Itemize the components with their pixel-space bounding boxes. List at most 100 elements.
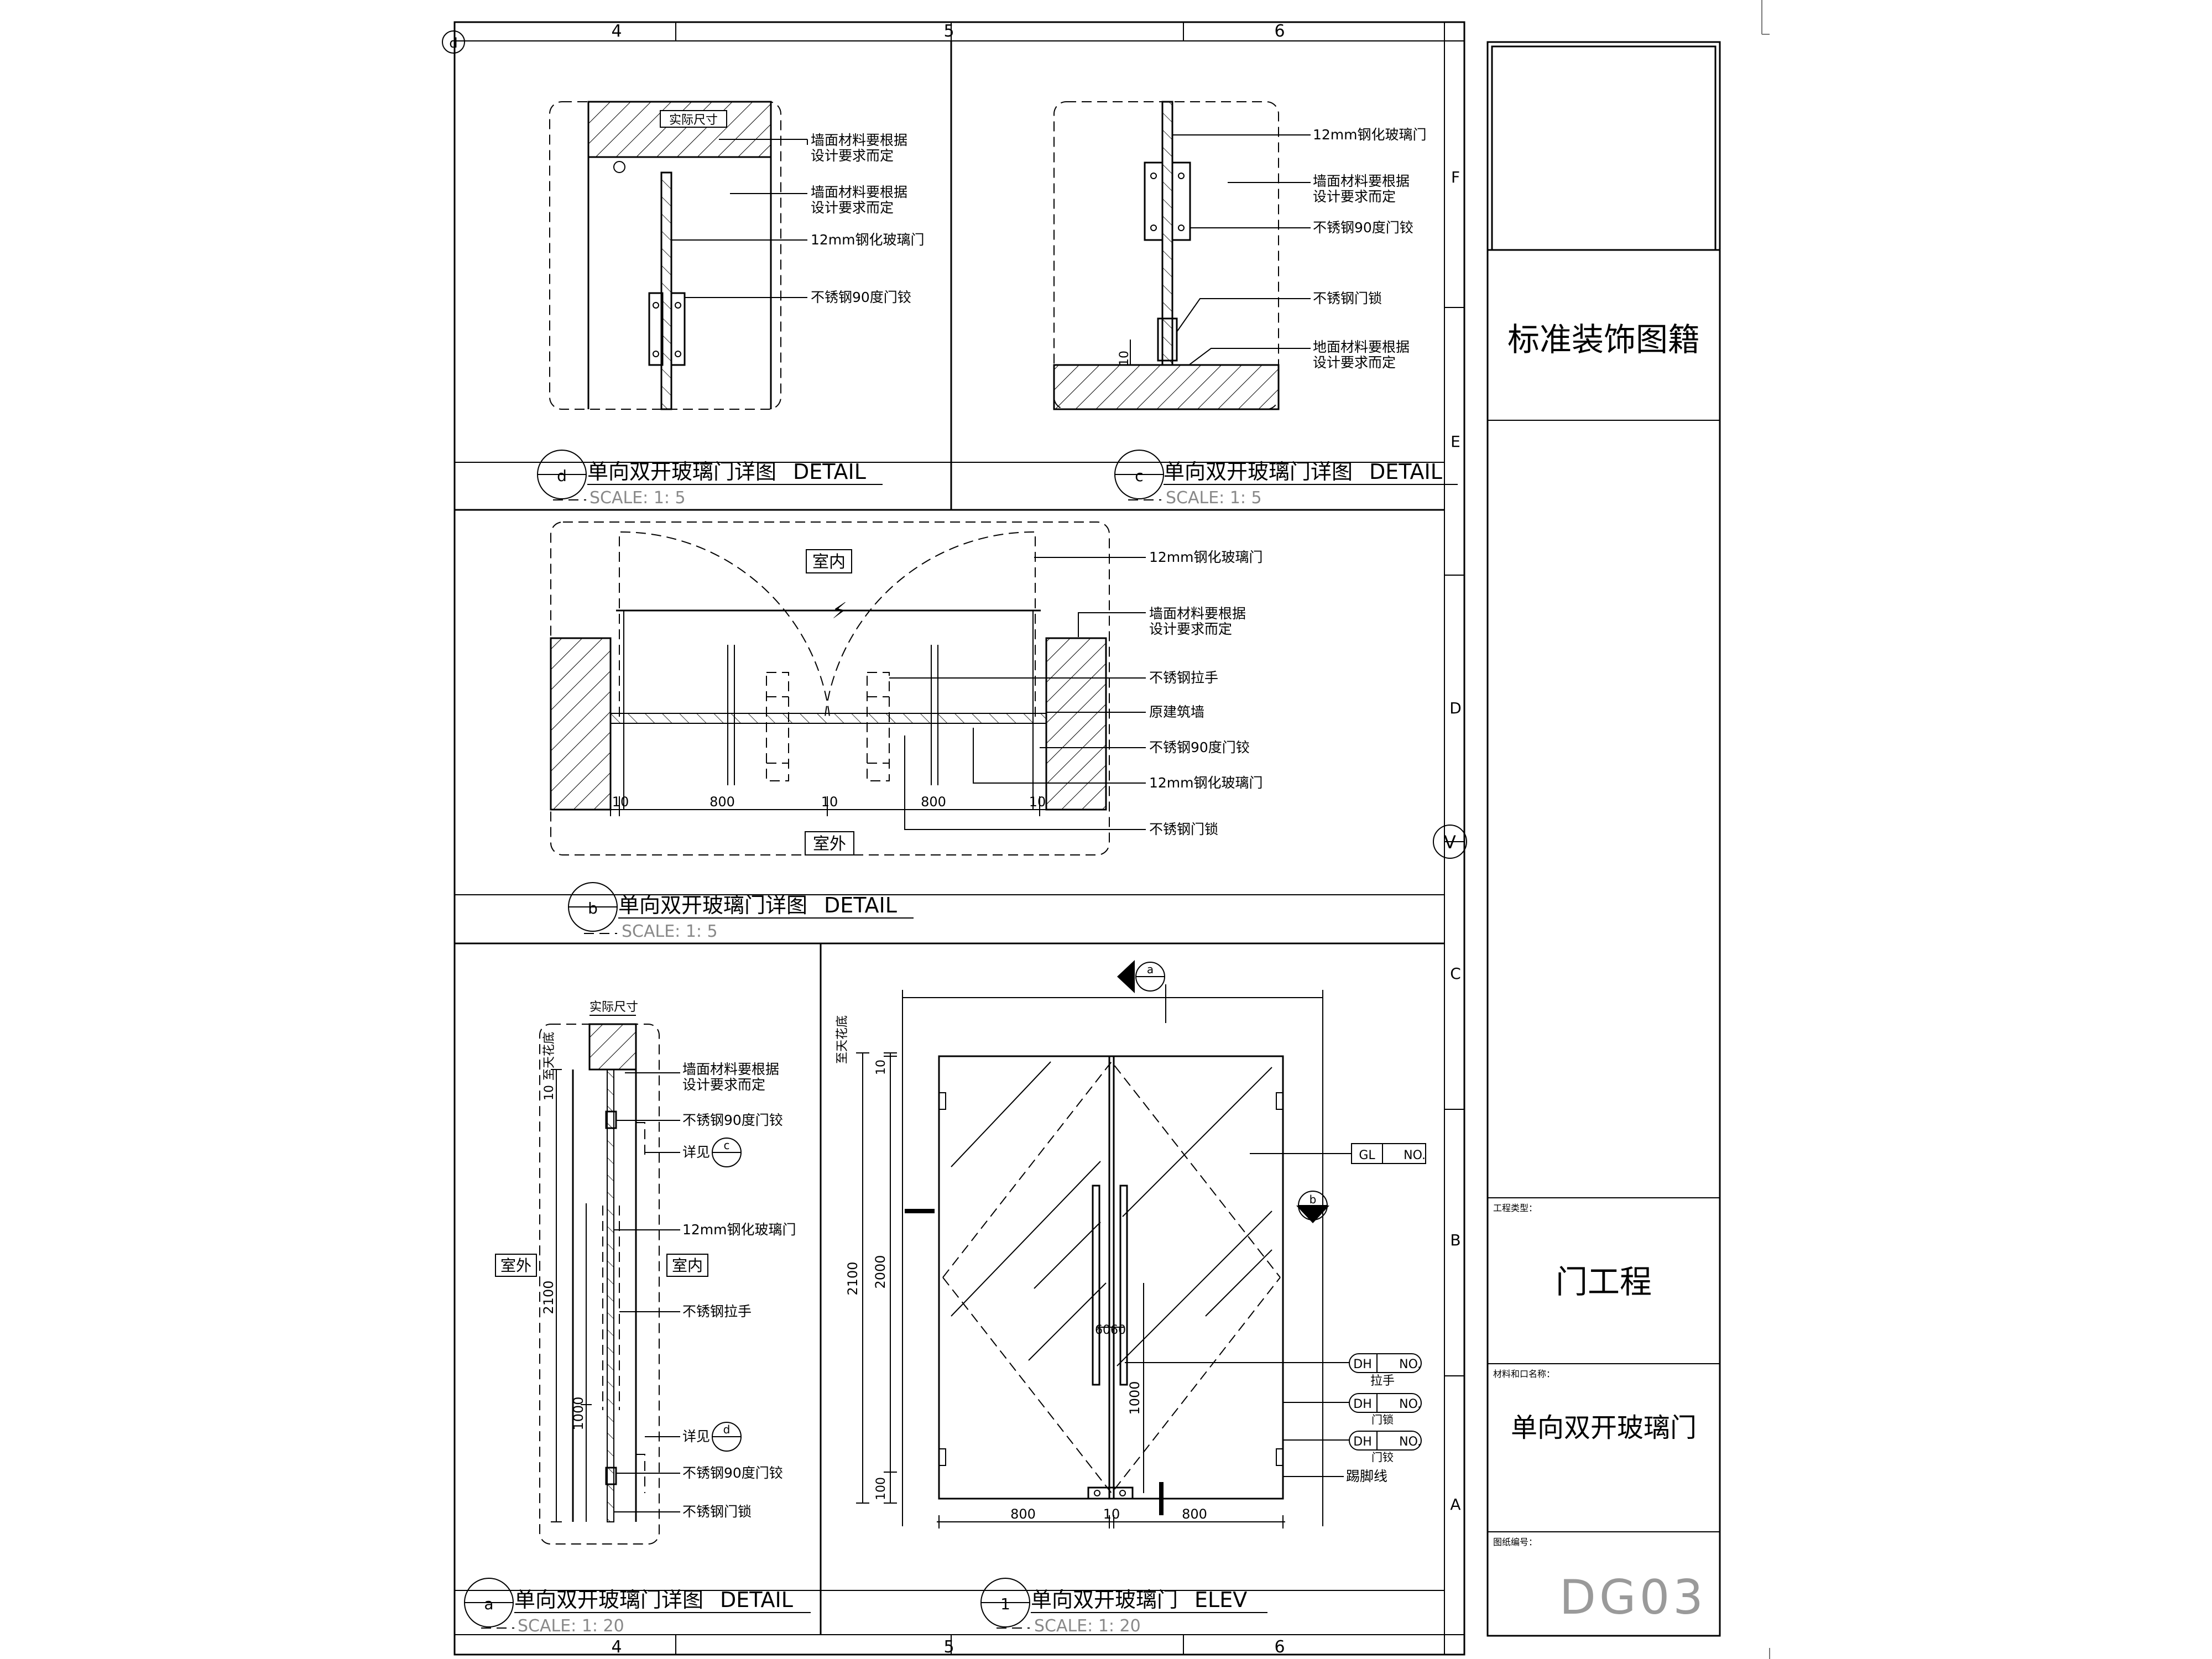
elevation-tag-lock-no: NO. <box>1399 1397 1421 1411</box>
detail-c-hinge-label: 不锈钢90度门铰 <box>1313 220 1413 236</box>
detail-b-scale: SCALE: 1: 5 <box>622 922 718 941</box>
elevation-tag-hinge: DH NO. 门铰 <box>1283 1431 1422 1464</box>
grid-col-6: 6 <box>1274 22 1285 41</box>
elevation-tag-hinge-code: DH <box>1353 1435 1371 1449</box>
elevation-dim-v-1: 2100 <box>845 1261 860 1295</box>
elevation-title-cn: 单向双开玻璃门 <box>1031 1588 1178 1612</box>
title-block-project-type: 门工程 <box>1556 1263 1652 1301</box>
detail-a-see-detail-1: 详见 <box>682 1144 710 1160</box>
detail-c-wall-material-l1: 墙面材料要根据 <box>1313 173 1410 189</box>
detail-d-tag: d <box>557 467 567 485</box>
grid-col-5: 5 <box>943 22 954 41</box>
elevation-tag-lock: DH NO. 门锁 <box>1283 1393 1422 1426</box>
detail-c-floor-material-l1: 地面材料要根据 <box>1313 339 1410 355</box>
title-block-drawing-no: DG03 <box>1559 1570 1707 1625</box>
detail-a-wall-material-l1: 墙面材料要根据 <box>682 1061 779 1077</box>
elevation-tag-handle-code: DH <box>1353 1358 1371 1371</box>
elevation-skirting: 踢脚线 <box>1346 1468 1387 1484</box>
elevation-scale: SCALE: 1: 20 <box>1034 1616 1141 1636</box>
elevation-dim-v-3: 100 <box>874 1477 888 1500</box>
elevation-section-right: b <box>1310 1193 1317 1206</box>
title-block-material-label: 材料和口名称： <box>1493 1369 1555 1379</box>
detail-b: ⚡ 室内 室外 10 800 10 800 10 12mm钢化玻璃门 墙面材料要… <box>550 521 1263 941</box>
elevation-title-en: ELEV <box>1194 1588 1247 1612</box>
detail-d-title: 单向双开玻璃门详图 DETAIL <box>587 460 866 484</box>
elevation-tag-hinge-note: 门铰 <box>1371 1451 1394 1464</box>
elevation-dim-h-2: 800 <box>1182 1506 1207 1522</box>
grid-col-4-bottom: 4 <box>611 1637 622 1657</box>
detail-c-scale: SCALE: 1: 5 <box>1166 488 1262 508</box>
elevation-dim-v-2: 2000 <box>873 1255 888 1288</box>
detail-a-hinge-top: 不锈钢90度门铰 <box>682 1112 783 1128</box>
detail-a-see-detail-2: 详见 <box>682 1428 710 1444</box>
detail-a-scale: SCALE: 1: 20 <box>518 1616 624 1636</box>
elevation-ceiling: 至天花底 <box>836 1015 849 1064</box>
detail-b-title: 单向双开玻璃门详图 DETAIL <box>618 893 897 917</box>
detail-a-dim-0: 10 <box>542 1085 556 1100</box>
grid-row-f: F <box>1451 168 1460 186</box>
detail-c-floor-material-l2: 设计要求而定 <box>1313 354 1396 371</box>
detail-c-title-en: DETAIL <box>1369 460 1442 484</box>
detail-c-dim: 10 <box>1118 351 1131 366</box>
elevation-dim-h-1: 10 <box>1103 1506 1120 1522</box>
title-block-collection: 标准装饰图籍 <box>1507 321 1700 358</box>
grid-row-a: A <box>1450 1495 1460 1514</box>
detail-d-title-cn: 单向双开玻璃门详图 <box>587 460 776 484</box>
detail-a-dim-1: 2100 <box>541 1280 556 1314</box>
detail-d: 实际尺寸 墙面材料要根据设计要求而定 墙面材料要根据设计要求而定 12mm钢化玻… <box>537 101 925 508</box>
detail-b-title-cn: 单向双开玻璃门详图 <box>618 893 807 917</box>
sheet-frame <box>453 0 1770 1659</box>
title-block-project-type-label: 工程类型： <box>1493 1203 1537 1213</box>
detail-b-handle: 不锈钢拉手 <box>1149 670 1218 686</box>
elevation-tag-hinge-no: NO. <box>1399 1435 1421 1449</box>
detail-b-outdoor: 室外 <box>813 834 846 854</box>
detail-b-dim-1: 800 <box>709 794 735 810</box>
detail-a-wall-material-l2: 设计要求而定 <box>682 1077 765 1093</box>
detail-b-title-en: DETAIL <box>824 893 897 917</box>
detail-a-tag: a <box>484 1595 493 1613</box>
detail-a-dim-2: 1000 <box>571 1396 586 1430</box>
detail-c-lock-label: 不锈钢门锁 <box>1313 290 1382 306</box>
detail-c-tag: c <box>1135 467 1143 485</box>
grid-labels: 4 5 6 4 5 6 F E D C B A d V <box>442 22 1467 1657</box>
title-block-material: 单向双开玻璃门 <box>1511 1412 1697 1443</box>
detail-b-glass-top: 12mm钢化玻璃门 <box>1149 549 1263 565</box>
elevation-tag-lock-note: 门锁 <box>1371 1413 1394 1426</box>
title-block-drawing-no-label: 图纸编号： <box>1493 1537 1537 1547</box>
detail-a-wall-material: 墙面材料要根据设计要求而定 <box>682 1061 779 1093</box>
detail-b-dim-0: 10 <box>612 794 629 810</box>
elevation-tag-handle-note: 拉手 <box>1370 1374 1395 1388</box>
grid-col-5-bottom: 5 <box>943 1637 954 1657</box>
detail-a-hinge-bottom: 不锈钢90度门铰 <box>682 1465 783 1481</box>
detail-d-wall-material-2-l1: 墙面材料要根据 <box>811 184 907 200</box>
detail-a-actual-size: 实际尺寸 <box>589 1000 638 1014</box>
detail-b-wall-material-l1: 墙面材料要根据 <box>1149 606 1246 622</box>
detail-d-hinge-label: 不锈钢90度门铰 <box>811 289 911 305</box>
detail-a-glass: 12mm钢化玻璃门 <box>682 1222 796 1238</box>
detail-c-title-cn: 单向双开玻璃门详图 <box>1164 460 1353 484</box>
detail-b-hinge: 不锈钢90度门铰 <box>1149 739 1250 755</box>
detail-b-dim-3: 800 <box>921 794 946 810</box>
detail-b-indoor: 室内 <box>812 552 846 572</box>
grid-center-mark: V <box>1444 832 1456 853</box>
detail-c-title: 单向双开玻璃门详图 DETAIL <box>1164 460 1442 484</box>
detail-a-detail-tag-2: d <box>723 1423 731 1436</box>
detail-c: 10 12mm钢化玻璃门 墙面材料要根据设计要求而定 不锈钢90度门铰 不锈钢门… <box>1053 101 1458 508</box>
grid-row-c: C <box>1450 964 1461 983</box>
grid-row-d: D <box>1449 699 1462 717</box>
detail-d-title-en: DETAIL <box>793 460 866 484</box>
detail-b-wall-material: 墙面材料要根据设计要求而定 <box>1149 606 1246 637</box>
detail-a: 实际尺寸 至天花底 10 2100 1000 室外 室内 墙面材料要根据设计要求… <box>464 1000 811 1636</box>
elevation-tag-lock-code: DH <box>1353 1397 1371 1411</box>
detail-d-wall-material-l1: 墙面材料要根据 <box>811 132 907 148</box>
elevation-dim-v-0: 10 <box>874 1060 888 1075</box>
detail-a-title-cn: 单向双开玻璃门详图 <box>514 1588 703 1612</box>
detail-b-break-mark: ⚡ <box>832 598 847 624</box>
detail-d-wall-material: 墙面材料要根据设计要求而定 <box>811 132 907 164</box>
grid-col-6-bottom: 6 <box>1274 1637 1285 1657</box>
detail-a-detail-tag-1: c <box>724 1139 730 1152</box>
elevation-tag-handle: DH NO. 拉手 <box>1125 1353 1422 1388</box>
detail-b-tag: b <box>588 899 598 917</box>
